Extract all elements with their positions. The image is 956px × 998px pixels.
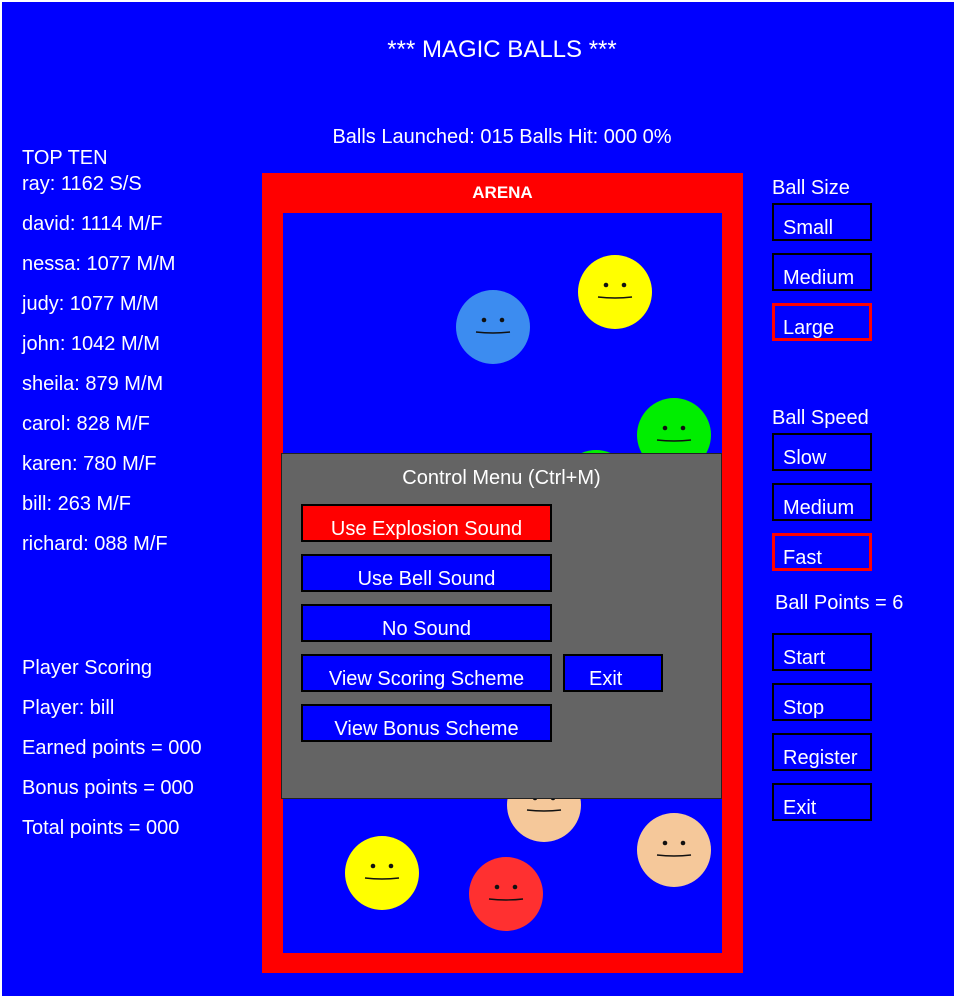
use-explosion-sound-button[interactable]: Use Explosion Sound	[301, 504, 552, 542]
top-ten-entry: sheila: 879 M/M	[22, 373, 164, 395]
ball-speed-label: Ball Speed	[772, 407, 869, 429]
top-ten-entry: judy: 1077 M/M	[22, 293, 159, 315]
top-ten-panel: TOP TEN ray: 1162 S/S david: 1114 M/F ne…	[22, 146, 175, 564]
use-bell-sound-button[interactable]: Use Bell Sound	[301, 554, 552, 592]
smiley-face-icon	[597, 282, 633, 299]
top-ten-entry: nessa: 1077 M/M	[22, 253, 176, 275]
smiley-face-icon	[656, 425, 692, 442]
menu-exit-button[interactable]: Exit	[563, 654, 663, 692]
top-ten-entry: bill: 263 M/F	[22, 493, 131, 515]
game-title: *** MAGIC BALLS ***	[387, 36, 617, 63]
start-button[interactable]: Start	[772, 633, 872, 671]
control-menu-title: Control Menu (Ctrl+M)	[402, 467, 601, 489]
ball-size-large-button[interactable]: Large	[772, 303, 872, 341]
view-bonus-scheme-button[interactable]: View Bonus Scheme	[301, 704, 552, 742]
top-ten-entry: karen: 780 M/F	[22, 453, 157, 475]
ball-size-small-button[interactable]: Small	[772, 203, 872, 241]
smiley-face-icon	[364, 863, 400, 880]
ball-yellow[interactable]	[578, 255, 652, 329]
stop-button[interactable]: Stop	[772, 683, 872, 721]
top-ten-entry: david: 1114 M/F	[22, 213, 163, 235]
bonus-points: Bonus points = 000	[22, 777, 194, 799]
top-ten-heading: TOP TEN	[22, 147, 108, 169]
player-scoring-heading: Player Scoring	[22, 657, 153, 679]
smiley-face-icon	[656, 840, 692, 857]
ball-blue[interactable]	[456, 290, 530, 364]
player-name: Player: bill	[22, 697, 115, 719]
top-ten-entry: john: 1042 M/M	[22, 333, 160, 355]
smiley-face-icon	[475, 317, 511, 334]
ball-red[interactable]	[469, 857, 543, 931]
ball-size-label: Ball Size	[772, 177, 850, 199]
register-button[interactable]: Register	[772, 733, 872, 771]
exit-button[interactable]: Exit	[772, 783, 872, 821]
player-scoring-panel: Player Scoring Player: bill Earned point…	[22, 656, 202, 856]
ball-points-readout: Ball Points = 6	[775, 592, 904, 614]
ball-size-medium-button[interactable]: Medium	[772, 253, 872, 291]
ball-speed-medium-button[interactable]: Medium	[772, 483, 872, 521]
ball-peach[interactable]	[637, 813, 711, 887]
top-ten-entry: carol: 828 M/F	[22, 413, 150, 435]
ball-yellow[interactable]	[345, 836, 419, 910]
ball-speed-slow-button[interactable]: Slow	[772, 433, 872, 471]
top-ten-entry: ray: 1162 S/S	[22, 173, 142, 195]
no-sound-button[interactable]: No Sound	[301, 604, 552, 642]
total-points: Total points = 000	[22, 817, 180, 839]
earned-points: Earned points = 000	[22, 737, 202, 759]
top-ten-entry: richard: 088 M/F	[22, 533, 168, 555]
control-menu: Control Menu (Ctrl+M) Use Explosion Soun…	[281, 453, 722, 799]
launch-stats: Balls Launched: 015 Balls Hit: 000 0%	[332, 126, 672, 148]
ball-speed-fast-button[interactable]: Fast	[772, 533, 872, 571]
arena-label: ARENA	[472, 183, 533, 202]
smiley-face-icon	[488, 884, 524, 901]
view-scoring-scheme-button[interactable]: View Scoring Scheme	[301, 654, 552, 692]
